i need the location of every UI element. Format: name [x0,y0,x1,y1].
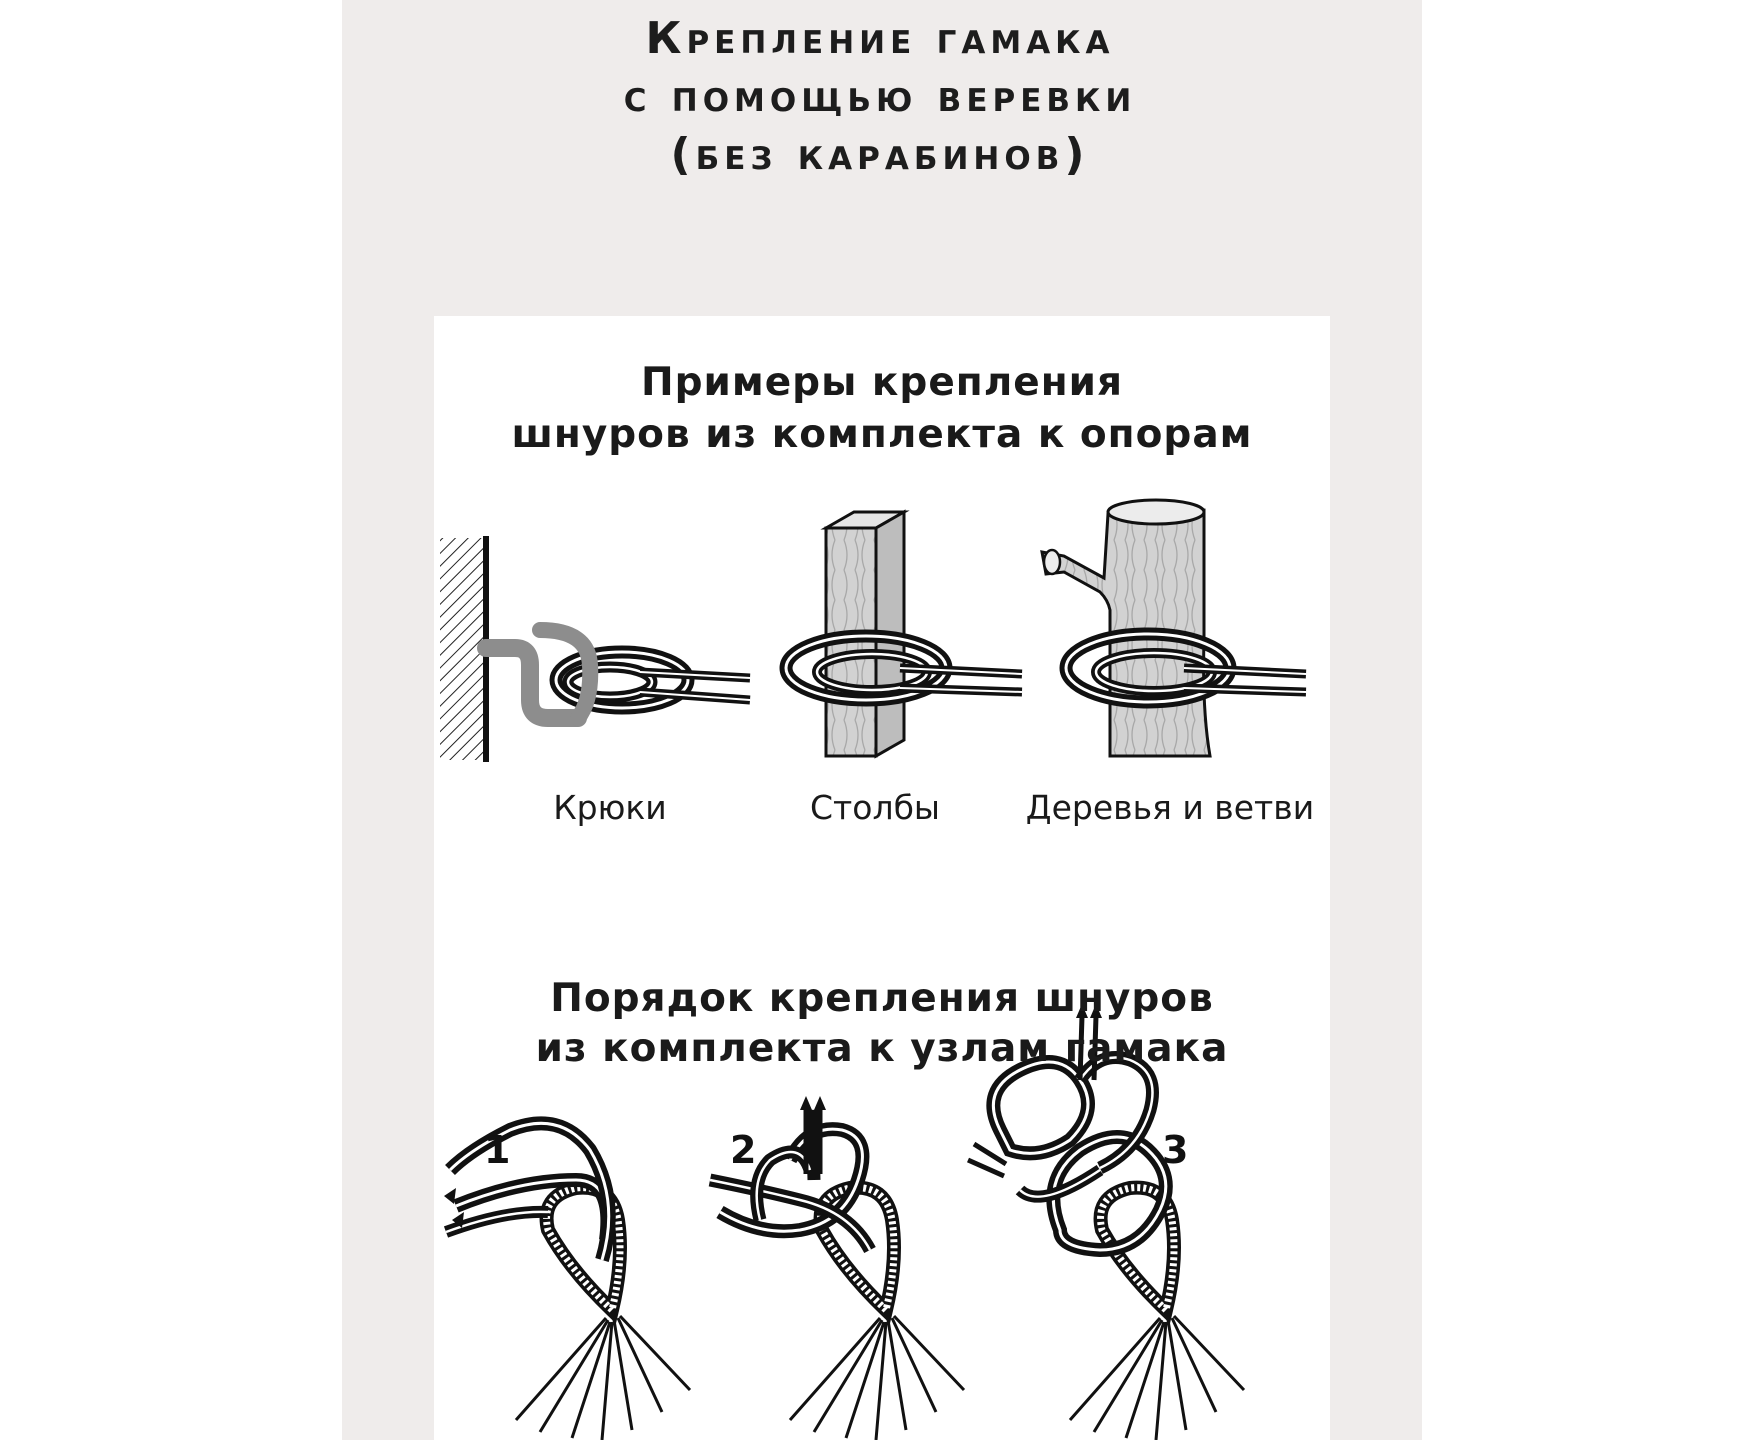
step-number-2: 2 [730,1128,757,1172]
knot-step-1-illustration [443,1116,692,1440]
page-title-line2: с помощью веревки [623,71,1137,122]
caption-trees: Деревья и ветви [1025,788,1315,827]
hook-shank [477,639,587,727]
supports-heading-line2: шнуров из комплекта к опорам [511,412,1253,457]
hook-curve [532,622,599,726]
step-number-3: 3 [1162,1128,1189,1172]
page-title-line3: (без карабинов) [670,129,1090,180]
step-number-1: 1 [484,1128,511,1172]
knot-step-2-illustration [708,1096,966,1440]
knot-step-3-illustration [966,1004,1246,1440]
wall-hook-illustration [440,536,751,762]
knots-heading-line1: Порядок крепления шнуров [550,976,1214,1021]
post-illustration [779,509,1023,759]
tree-illustration [1040,498,1307,758]
page-title-line1: Крепление гамака [645,13,1115,64]
rope-on-tree [1059,627,1307,709]
supports-heading-line1: Примеры крепления [640,360,1124,405]
hammock-strings [514,1314,692,1440]
rope-on-post [779,629,1023,707]
knots-heading-line2: из комплекта к узлам гамака [535,1026,1229,1071]
rope-on-hook [549,645,751,715]
caption-posts: Столбы [810,788,940,827]
caption-hooks: Крюки [553,788,667,827]
